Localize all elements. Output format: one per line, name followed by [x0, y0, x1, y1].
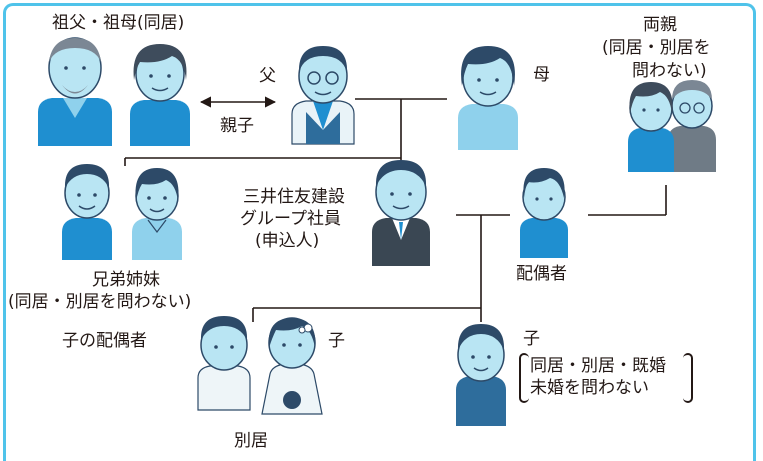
child-spouse-label: 子の配偶者	[62, 331, 147, 351]
child-note-line1: 同居・別居・既婚	[530, 356, 666, 376]
flower-icon	[298, 323, 313, 334]
grandparents-label: 祖父・祖母(同居)	[52, 13, 185, 33]
note-bracket-right	[683, 353, 693, 403]
sibling-sister-figure	[132, 168, 182, 260]
grandmother-figure	[130, 44, 190, 146]
spouse-label: 配偶者	[516, 264, 567, 284]
separate-label: 別居	[234, 431, 268, 451]
child-label: 子	[523, 329, 540, 349]
parents-figure	[628, 80, 716, 172]
child-married-label: 子	[328, 331, 345, 351]
groom-figure	[197, 316, 251, 411]
siblings-note: (同居・別居を問わない)	[8, 292, 192, 312]
mother-label: 母	[533, 65, 550, 85]
grandfather-figure	[38, 37, 112, 146]
applicant-figure	[372, 160, 430, 266]
child-note-line2: 未婚を問わない	[530, 378, 649, 398]
spouse-figure	[520, 168, 568, 258]
parents-note-line1: (同居・別居を	[602, 38, 711, 58]
applicant-label-line3: (申込人)	[255, 231, 320, 251]
father-label: 父	[259, 66, 276, 86]
applicant-label-line1: 三井住友建設	[243, 187, 345, 207]
child-figure	[456, 324, 506, 426]
diagram-frame	[3, 3, 756, 461]
sibling-brother-figure	[62, 164, 112, 260]
applicant-label-line2: グループ社員	[240, 209, 341, 229]
parent-child-label: 親子	[220, 116, 254, 136]
mother-figure	[458, 46, 518, 150]
father-figure	[291, 46, 355, 145]
parents-label: 両親	[643, 15, 677, 35]
siblings-label: 兄弟姉妹	[92, 270, 160, 290]
bride-figure	[261, 317, 323, 415]
note-bracket-left	[519, 353, 529, 403]
parents-note-line2: 問わない)	[632, 61, 707, 81]
